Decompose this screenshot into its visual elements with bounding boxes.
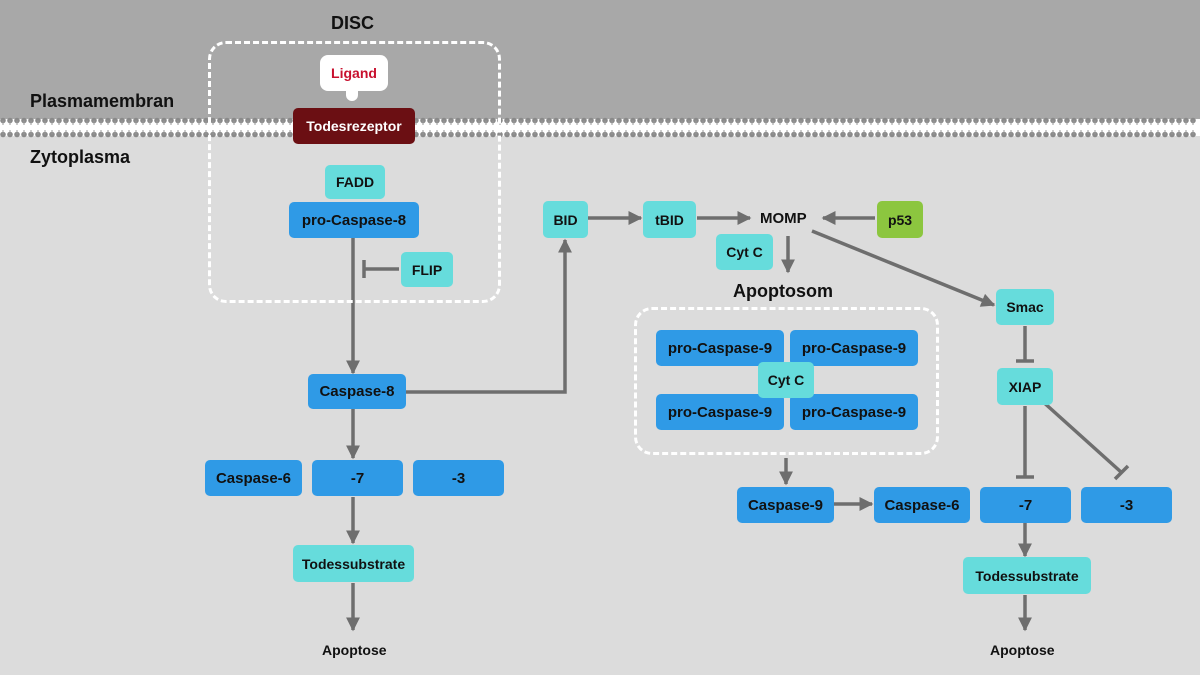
arrow-caspase-8-to-bid bbox=[406, 238, 572, 394]
tbid-node: tBID bbox=[643, 201, 696, 238]
disc-complex bbox=[208, 41, 501, 303]
caspase-8-node: Caspase-8 bbox=[308, 374, 406, 409]
inhibition-xiap-caspase-3 bbox=[1039, 398, 1123, 474]
ligand-pointer bbox=[346, 89, 358, 101]
plasmamembran-label: Plasmamembran bbox=[30, 91, 175, 111]
inhibition-xiap-caspase-3-bar bbox=[1113, 464, 1130, 481]
pro-caspase-9-node: pro-Caspase-9 bbox=[656, 330, 784, 366]
todessubstrate-right-node: Todessubstrate bbox=[963, 557, 1091, 594]
cyt-c-center-node: Cyt C bbox=[758, 362, 814, 398]
cyt-c-node: Cyt C bbox=[716, 234, 773, 270]
p53-node: p53 bbox=[877, 201, 923, 238]
arrow-momp-to-smac bbox=[811, 229, 996, 307]
momp-label: MOMP bbox=[760, 210, 807, 227]
disc-label: DISC bbox=[331, 13, 375, 33]
caspase-7-left-node: -7 bbox=[312, 460, 403, 496]
pro-caspase-9-node: pro-Caspase-9 bbox=[790, 394, 918, 430]
apoptosom-complex bbox=[634, 307, 939, 455]
bid-node: BID bbox=[543, 201, 588, 238]
caspase-7-right-node: -7 bbox=[980, 487, 1071, 523]
caspase-6-left-node: Caspase-6 bbox=[205, 460, 302, 496]
pro-caspase-9-node: pro-Caspase-9 bbox=[790, 330, 918, 366]
todessubstrate-left-node: Todessubstrate bbox=[293, 545, 414, 582]
caspase-6-right-node: Caspase-6 bbox=[874, 487, 970, 523]
xiap-node: XIAP bbox=[997, 368, 1053, 405]
todesrezeptor-node: Todesrezeptor bbox=[293, 108, 415, 144]
pro-caspase-9-node: pro-Caspase-9 bbox=[656, 394, 784, 430]
caspase-3-left-node: -3 bbox=[413, 460, 504, 496]
smac-node: Smac bbox=[996, 289, 1054, 325]
ligand-node: Ligand bbox=[320, 55, 388, 91]
apoptosom-label: Apoptosom bbox=[733, 281, 833, 301]
plasma-membrane bbox=[0, 117, 1200, 138]
caspase-3-right-node: -3 bbox=[1081, 487, 1172, 523]
apoptose-right-label: Apoptose bbox=[990, 642, 1055, 658]
caspase-9-node: Caspase-9 bbox=[737, 487, 834, 523]
flip-node: FLIP bbox=[401, 252, 453, 287]
fadd-node: FADD bbox=[325, 165, 385, 199]
extracellular-region bbox=[0, 0, 1200, 120]
zytoplasma-label: Zytoplasma bbox=[30, 147, 131, 167]
pro-caspase-8-node: pro-Caspase-8 bbox=[289, 202, 419, 238]
apoptose-left-label: Apoptose bbox=[322, 642, 387, 658]
